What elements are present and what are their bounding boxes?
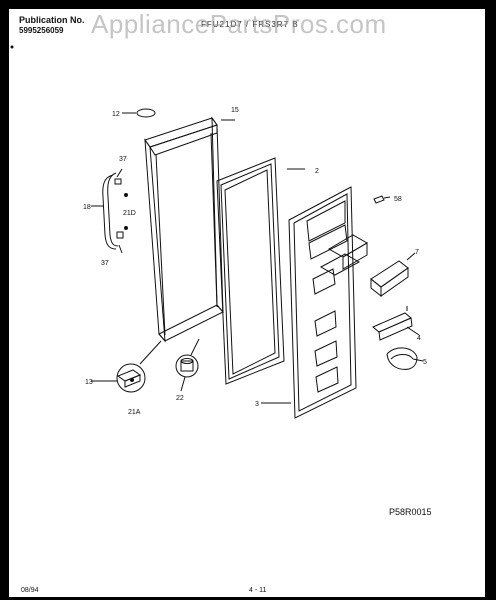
label-37-top: 37 [119, 156, 127, 163]
leader-22 [180, 376, 186, 392]
label-13: 13 [85, 379, 93, 386]
leader-7 [406, 252, 416, 261]
leader-hinge-to-frame [139, 340, 162, 365]
label-58: 58 [394, 196, 402, 203]
part-2-door-panel [216, 157, 285, 385]
label-4: 4 [417, 335, 421, 342]
label-21d: 21D [123, 210, 136, 217]
exploded-view-drawing: 12 15 37 18 21D 37 2 58 7 4 5 13 21A 22 … [10, 45, 427, 419]
leader-37b [118, 244, 123, 254]
part-4-bracket [372, 306, 413, 341]
part-18-handle [102, 172, 124, 250]
part-12-plug [136, 108, 156, 118]
label-3: 3 [255, 401, 259, 408]
label-5: 5 [423, 359, 427, 366]
label-22: 22 [176, 395, 184, 402]
label-15: 15 [231, 107, 239, 114]
publication-number: 5995256059 [19, 26, 64, 35]
publication-label: Publication No. [19, 15, 85, 25]
label-21a: 21A [128, 409, 141, 416]
label-2: 2 [315, 168, 319, 175]
leader-4 [406, 326, 420, 336]
leader-bushing-to-frame [190, 338, 200, 356]
part-7-shelf-bin [319, 234, 409, 298]
registration-dot [10, 45, 14, 49]
parts-diagram-sheet: Publication No. 5995256059 FFU21D7 / FRS… [9, 9, 485, 597]
label-7: 7 [415, 249, 419, 256]
footer-page: 4 - 11 [249, 587, 267, 594]
figure-reference: P58R0015 [389, 507, 432, 517]
part-15-door-frame [144, 116, 224, 343]
part-58-screw [373, 195, 391, 204]
footer-date: 08/94 [21, 587, 39, 594]
part-13-hinge [116, 363, 146, 393]
leader-5 [412, 358, 424, 362]
part-3-door-liner [288, 186, 357, 419]
part-22-bushing [175, 354, 199, 378]
watermark: AppliancePartsPros.com [91, 9, 387, 39]
label-12: 12 [112, 111, 120, 118]
model-text: FFU21D7 / FRS3R7 B [201, 20, 299, 29]
part-5-bin [386, 347, 418, 370]
leader-37a [116, 168, 123, 178]
label-18: 18 [83, 204, 91, 211]
label-37-bottom: 37 [101, 260, 109, 267]
